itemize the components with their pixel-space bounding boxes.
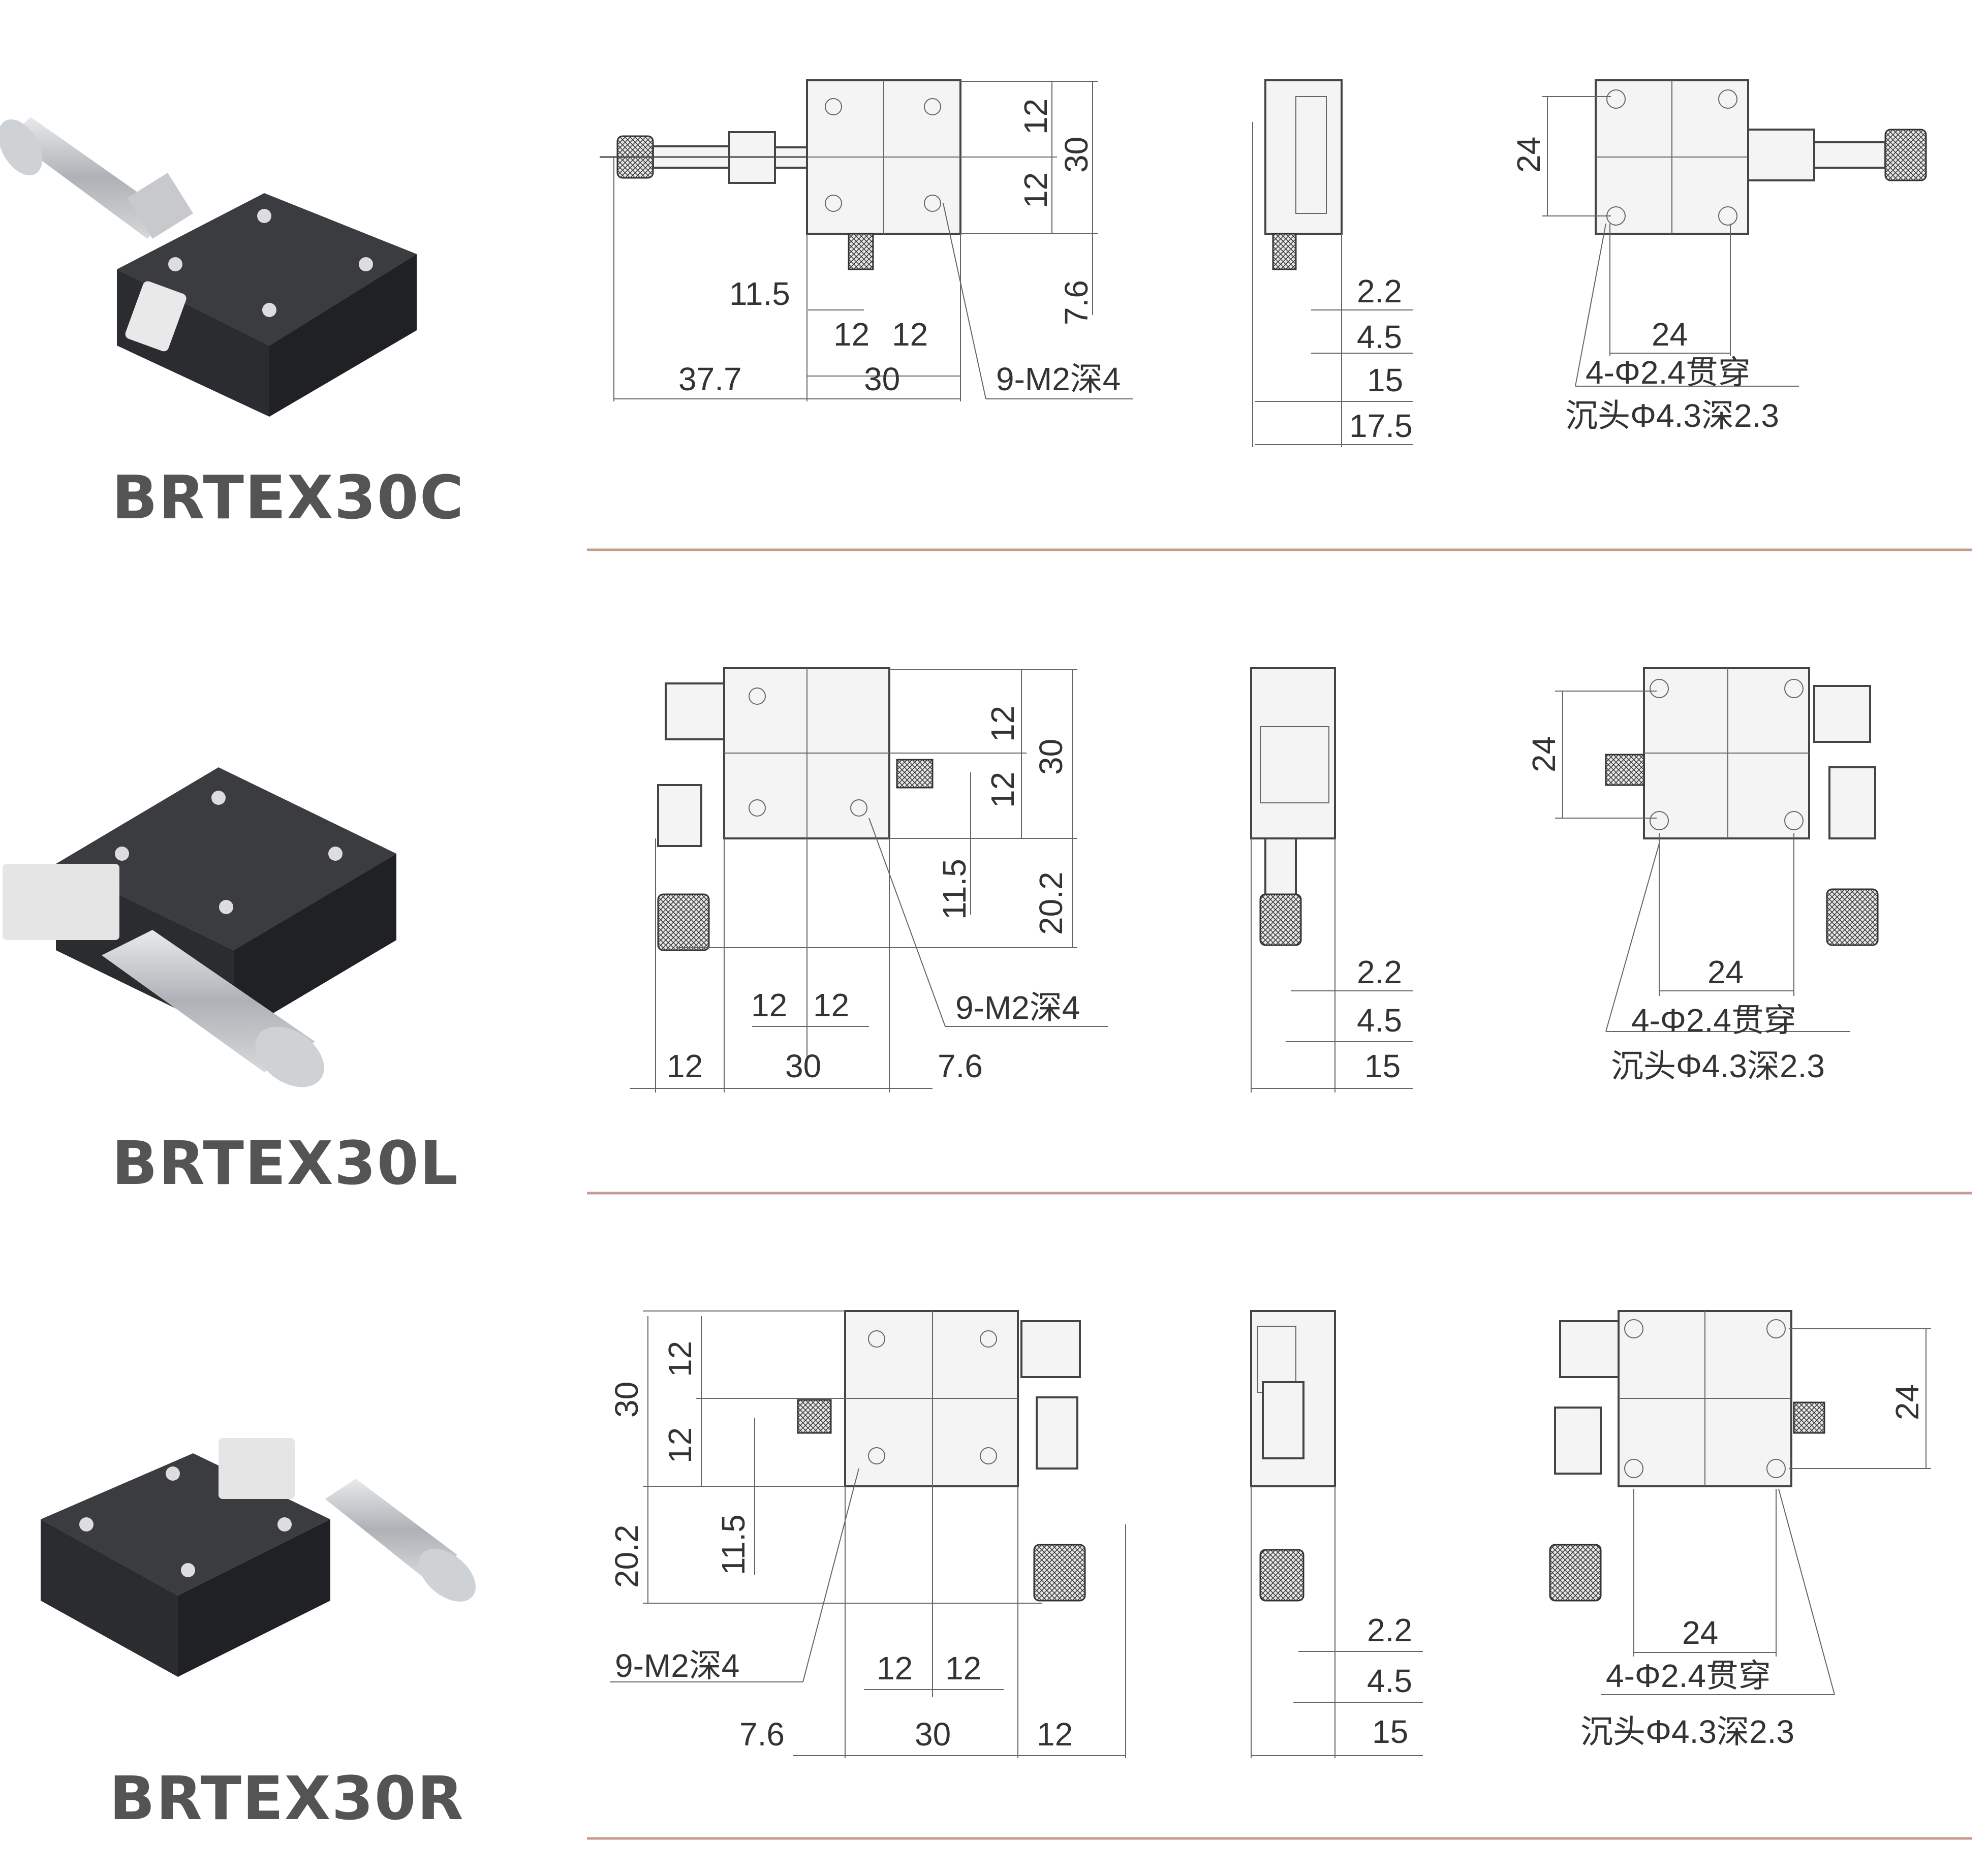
- row-brtex30r: BRTEX30R 30 12: [41, 1310, 1972, 1840]
- model-label-brtex30c: BRTEX30C: [112, 462, 464, 533]
- model-label-brtex30r: BRTEX30R: [109, 1763, 464, 1833]
- callout-label: 9-M2深4: [996, 361, 1121, 397]
- micrometer-icon: [325, 1479, 476, 1602]
- callout-label: 9-M2深4: [615, 1647, 739, 1684]
- dim-label: 11.5: [729, 275, 790, 312]
- bottom-view-brtex30l: 24 24 4-Φ2.4贯穿 沉头Φ4.3深2.3: [1526, 667, 1879, 1084]
- front-view-brtex30c: 12 30 12 7.6 11.5 12 12 37.7 30 9-M2深4: [600, 79, 1133, 401]
- dim-label: 24: [1510, 137, 1547, 173]
- dim-label: 20.2: [1033, 871, 1069, 935]
- dim-label: 15: [1364, 1048, 1401, 1084]
- dim-label: 7.6: [739, 1716, 785, 1753]
- dim-label: 12: [945, 1650, 981, 1686]
- callout-label: 9-M2深4: [955, 989, 1080, 1026]
- callout-label: 4-Φ2.4贯穿: [1586, 354, 1751, 391]
- bottom-view-brtex30c: 24 24 4-Φ2.4贯穿 沉头Φ4.3深2.3: [1510, 79, 1927, 434]
- dim-label: 30: [1058, 137, 1095, 173]
- dim-label: 20.2: [608, 1524, 645, 1588]
- row-brtex30c: BRTEX30C 12: [0, 79, 1972, 551]
- dim-label: 7.6: [938, 1048, 983, 1084]
- dim-label: 12: [662, 1427, 698, 1463]
- dim-label: 7.6: [1058, 280, 1095, 325]
- xy-stage-product-photo: [0, 117, 417, 417]
- xy-stage-product-photo: [41, 1438, 476, 1677]
- dim-label: 12: [1017, 99, 1054, 135]
- dim-label: 24: [1526, 736, 1562, 772]
- dim-label: 12: [1017, 172, 1054, 208]
- front-view-brtex30r: 30 12 12 11.5 20.2 12 12 7.6 30 12 9-M2深…: [608, 1310, 1126, 1758]
- dim-label: 12: [813, 987, 849, 1023]
- dim-label: 12: [892, 316, 928, 353]
- micrometer-icon: [102, 930, 324, 1087]
- side-view-brtex30l: 2.2 4.5 15: [1250, 667, 1413, 1092]
- dim-label: 30: [915, 1716, 951, 1753]
- dim-label: 17.5: [1349, 408, 1413, 444]
- dim-label: 24: [1889, 1384, 1925, 1420]
- dim-label: 12: [662, 1341, 698, 1377]
- dim-label: 4.5: [1357, 1002, 1402, 1039]
- dim-label: 2.2: [1357, 954, 1402, 990]
- dim-label: 15: [1367, 362, 1403, 398]
- xy-stage-product-photo: [3, 767, 396, 1087]
- dim-label: 4.5: [1367, 1663, 1412, 1699]
- callout-label: 沉头Φ4.3深2.3: [1565, 397, 1779, 434]
- dim-label: 12: [751, 987, 787, 1023]
- dim-label: 2.2: [1357, 273, 1402, 309]
- dim-label: 30: [864, 361, 900, 397]
- dim-label: 11.5: [715, 1514, 752, 1575]
- bottom-view-brtex30r: 24 24 4-Φ2.4贯穿 沉头Φ4.3深2.3: [1549, 1310, 1931, 1750]
- front-view-brtex30l: 12 30 12 11.5 20.2 12 12 12 30 7.6 9-M2深…: [630, 667, 1108, 1092]
- dim-label: 12: [833, 316, 869, 353]
- dim-label: 24: [1707, 954, 1744, 990]
- dim-label: 30: [785, 1048, 821, 1084]
- dim-label: 12: [877, 1650, 913, 1686]
- dim-label: 12: [667, 1048, 703, 1084]
- dim-label: 37.7: [678, 361, 742, 397]
- dim-label: 12: [1037, 1716, 1073, 1753]
- side-view-brtex30c: 2.2 4.5 15 17.5: [1252, 79, 1413, 447]
- dim-label: 2.2: [1367, 1612, 1412, 1648]
- model-label-brtex30l: BRTEX30L: [112, 1128, 459, 1198]
- row-brtex30l: BRTEX30L 12 30: [3, 667, 1972, 1198]
- dim-label: 11.5: [936, 859, 973, 920]
- dim-label: 24: [1682, 1614, 1718, 1651]
- dim-label: 12: [984, 772, 1021, 808]
- dim-label: 4.5: [1357, 319, 1402, 355]
- dim-label: 24: [1652, 316, 1688, 353]
- micrometer-icon: [0, 117, 193, 239]
- dim-label: 30: [1033, 739, 1069, 775]
- callout-label: 沉头Φ4.3深2.3: [1580, 1713, 1794, 1750]
- dim-label: 30: [608, 1382, 645, 1418]
- dim-label: 12: [984, 706, 1021, 742]
- dim-label: 15: [1372, 1713, 1408, 1750]
- callout-label: 4-Φ2.4贯穿: [1631, 1002, 1796, 1039]
- callout-label: 沉头Φ4.3深2.3: [1611, 1048, 1825, 1084]
- callout-label: 4-Φ2.4贯穿: [1606, 1658, 1771, 1694]
- side-view-brtex30r: 2.2 4.5 15: [1250, 1310, 1423, 1758]
